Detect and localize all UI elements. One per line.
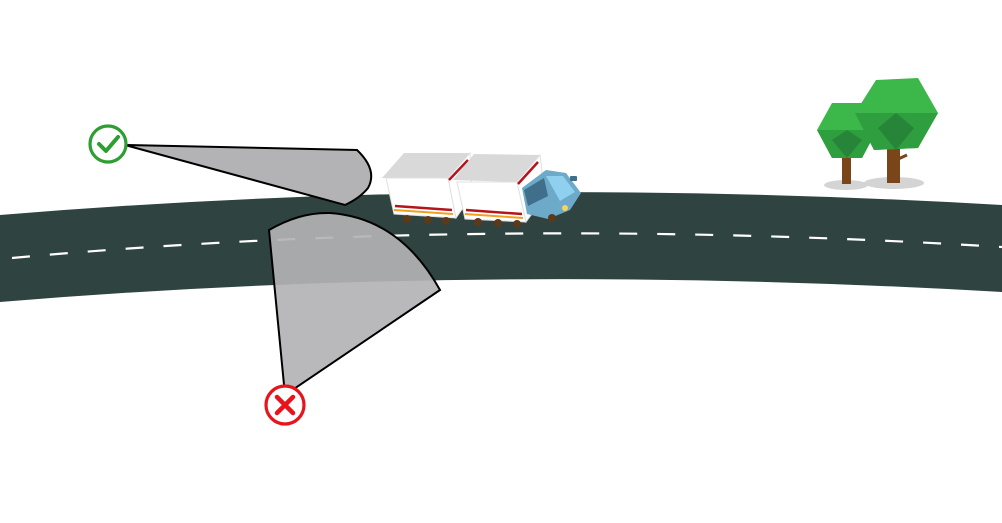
incorrect-view-cone [267, 211, 442, 397]
incorrect-camera [264, 211, 442, 426]
truck-cab [522, 170, 581, 222]
tree-large [855, 78, 938, 189]
cross-icon [264, 384, 306, 426]
road-centerline [11, 232, 1002, 260]
road-surface [0, 192, 1002, 302]
correct-camera [88, 124, 373, 207]
road [0, 192, 1002, 302]
tree-icon [817, 78, 938, 190]
truck-icon [382, 151, 581, 228]
check-icon [88, 124, 128, 164]
correct-view-cone [124, 144, 373, 207]
